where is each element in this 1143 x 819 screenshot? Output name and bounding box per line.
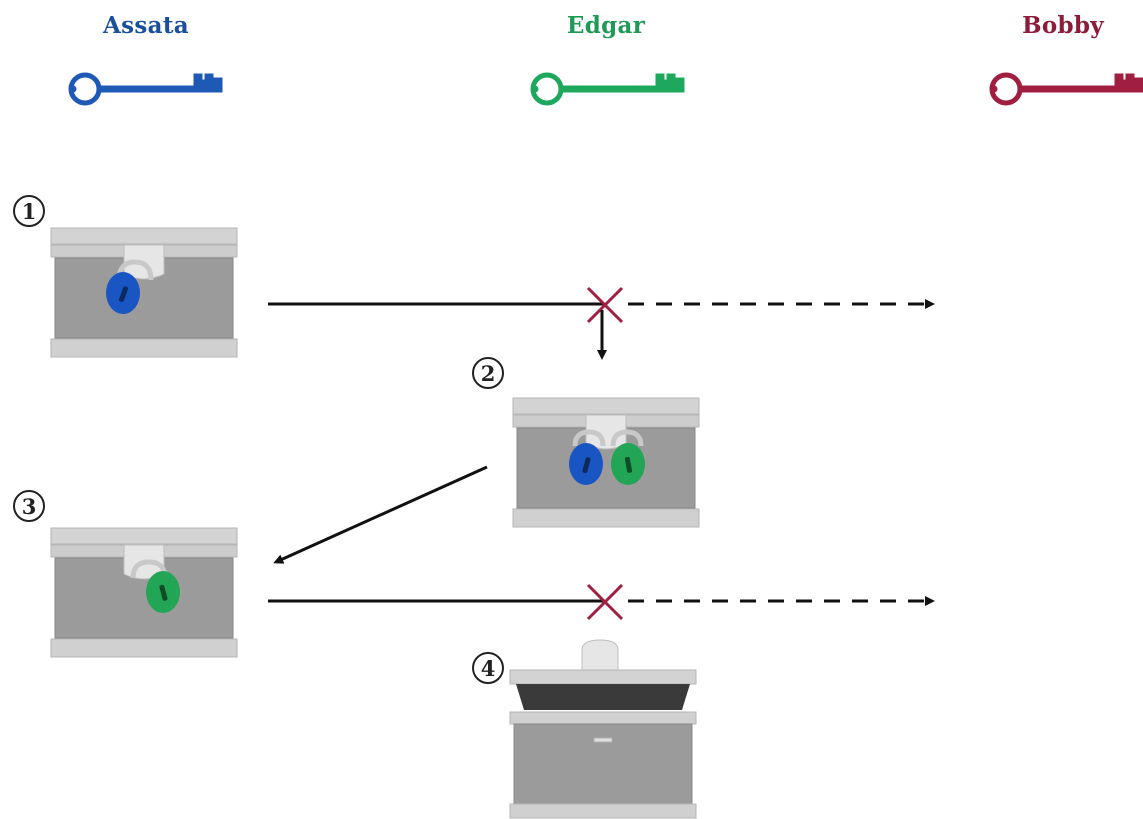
assata-key-icon bbox=[70, 74, 222, 103]
blue-padlock-icon bbox=[106, 259, 154, 314]
step-marker-4: 4 bbox=[472, 652, 504, 684]
bobby-key-icon bbox=[991, 74, 1143, 103]
svg-text:2: 2 bbox=[481, 361, 496, 386]
svg-text:1: 1 bbox=[22, 199, 37, 224]
chest-open bbox=[509, 639, 697, 819]
step-marker-1: 1 bbox=[13, 195, 45, 227]
chest-green-locked bbox=[50, 527, 238, 658]
step-marker-2: 2 bbox=[472, 357, 504, 389]
intercept-x-icon-2 bbox=[586, 583, 624, 621]
green-padlock-icon bbox=[130, 559, 180, 613]
blue-padlock-icon bbox=[569, 429, 606, 485]
person-label-edgar: Edgar bbox=[566, 12, 646, 39]
step-marker-3: 3 bbox=[13, 490, 45, 522]
person-label-bobby: Bobby bbox=[1022, 12, 1104, 39]
svg-text:3: 3 bbox=[22, 494, 37, 519]
svg-text:4: 4 bbox=[481, 656, 496, 681]
chest-double-locked bbox=[512, 397, 700, 528]
chest-blue-locked bbox=[50, 227, 238, 358]
intercept-x-icon-1 bbox=[586, 286, 624, 324]
edgar-key-icon bbox=[532, 74, 684, 103]
person-label-assata: Assata bbox=[103, 12, 189, 39]
return-arrow bbox=[273, 465, 488, 564]
green-padlock-icon bbox=[610, 429, 645, 485]
